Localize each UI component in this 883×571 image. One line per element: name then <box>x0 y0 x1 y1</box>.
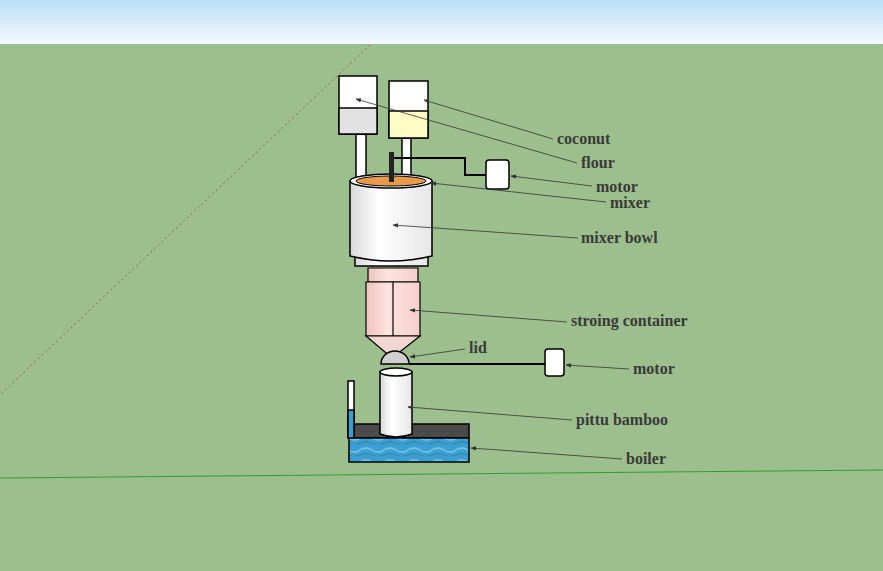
part-label: mixer <box>609 194 651 212</box>
part-label: boiler <box>625 450 667 468</box>
part-label: flour <box>580 154 616 172</box>
motor-box <box>486 160 509 189</box>
mixer-bowl <box>350 174 432 266</box>
part-label: coconut <box>556 130 611 148</box>
part-label: motor <box>595 178 639 196</box>
pittu-bamboo <box>380 368 412 437</box>
hopper <box>339 76 428 180</box>
part-label: motor <box>632 360 676 378</box>
wire <box>409 363 545 365</box>
wire <box>394 158 486 175</box>
leader-line <box>356 99 629 459</box>
axis-line <box>0 45 370 395</box>
ground <box>0 44 883 571</box>
part-label: stroing container <box>570 312 689 330</box>
mixer-shaft <box>389 168 394 182</box>
part-label: lid <box>468 339 488 357</box>
storing-container <box>366 268 420 358</box>
sky <box>0 0 883 44</box>
part-label: pittu bamboo <box>575 411 669 429</box>
lid <box>381 351 409 364</box>
axis-line <box>0 470 883 478</box>
part-label: mixer bowl <box>580 229 659 247</box>
motor-box <box>545 349 564 376</box>
mixer-shaft <box>389 152 394 182</box>
